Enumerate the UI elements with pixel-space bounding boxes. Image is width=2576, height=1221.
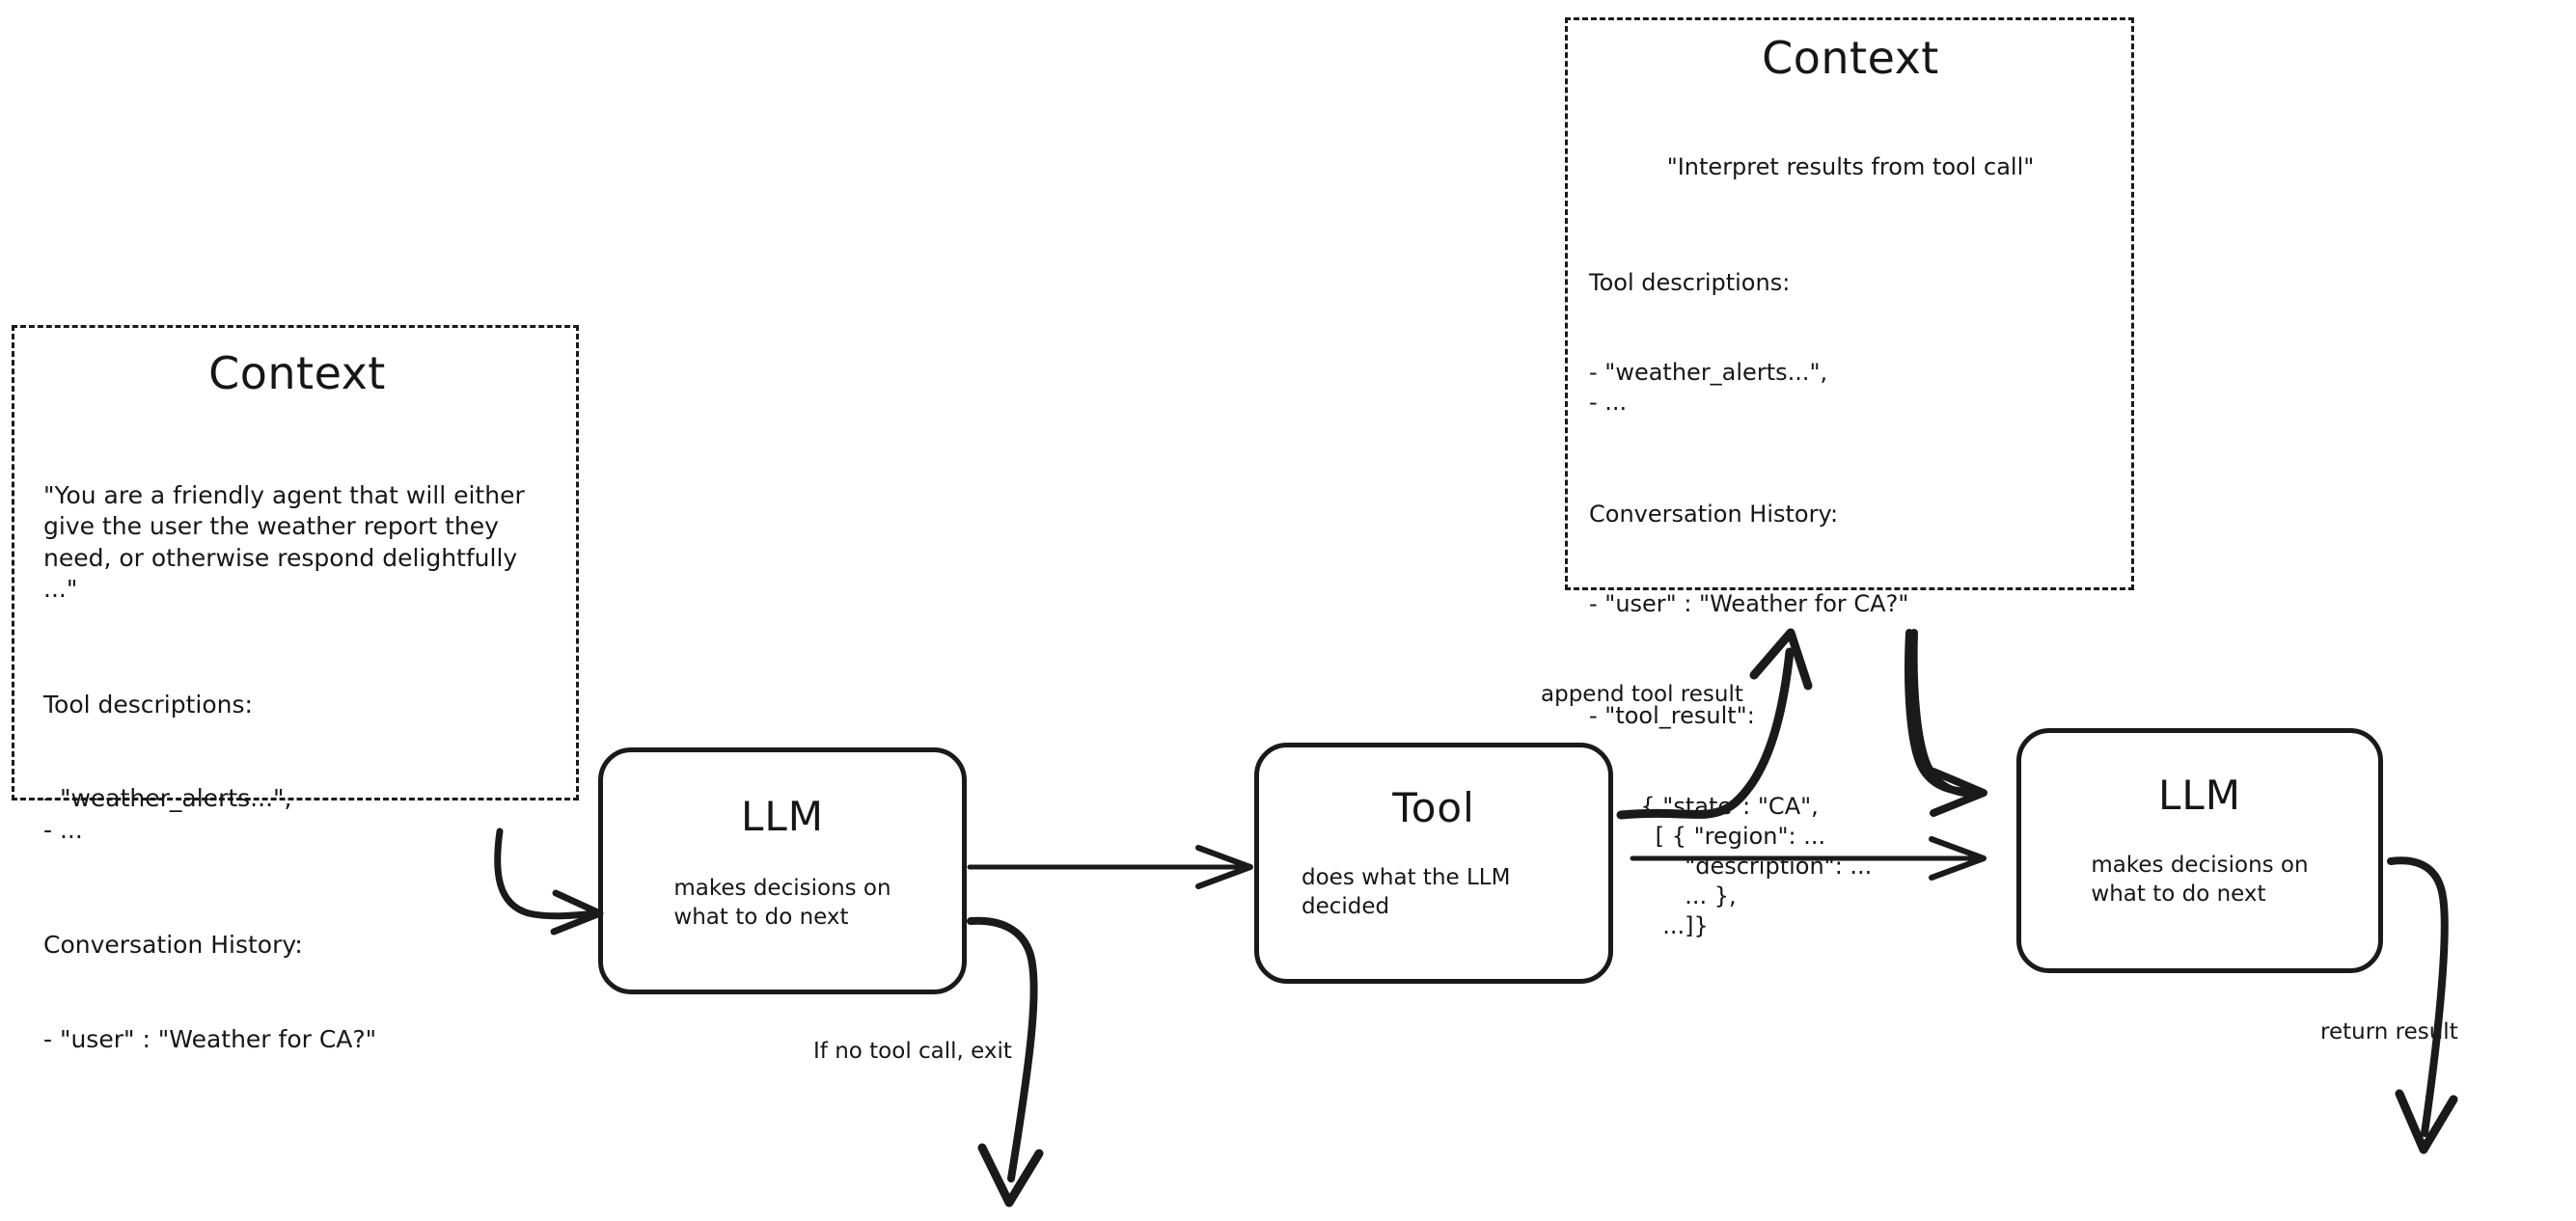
context-right-system-prompt: "Interpret results from tool call": [1666, 152, 2035, 180]
context-left-tools-items: - "weather_alerts...", - ...: [43, 784, 292, 844]
context-right-conversation-user: - "user" : "Weather for CA?": [1589, 590, 1909, 618]
edge-label-append-tool-result: append tool result: [1541, 682, 1743, 707]
context-right-conversation-heading: Conversation History:: [1589, 500, 1839, 528]
context-left-tools-heading: Tool descriptions:: [43, 690, 253, 719]
node-llm-first[interactable]: LLM makes decisions on what to do next: [598, 747, 967, 994]
node-llm-second-subtitle: makes decisions on what to do next: [2091, 853, 2309, 907]
context-right-title: Context: [1762, 32, 1939, 84]
arrow-return-result: [2387, 856, 2458, 1154]
context-left-body: "You are a friendly agent that will eith…: [43, 418, 551, 1140]
node-tool-subtitle: does what the LLM decided: [1302, 865, 1511, 919]
context-right-tools-items: - "weather_alerts...", - ...: [1589, 359, 1828, 417]
context-left-system-prompt: "You are a friendly agent that will eith…: [43, 480, 533, 604]
context-box-initial: Context "You are a friendly agent that w…: [12, 325, 579, 1053]
edge-label-exit: If no tool call, exit: [813, 1039, 1012, 1064]
context-left-title: Context: [208, 347, 386, 399]
node-llm-second[interactable]: LLM makes decisions on what to do next: [2016, 728, 2383, 973]
context-box-after-tool: Context "Interpret results from tool cal…: [1565, 17, 2134, 939]
context-left-conversation-items: - "user" : "Weather for CA?": [43, 1024, 377, 1053]
node-tool-title: Tool: [1392, 784, 1475, 831]
context-left-conversation-heading: Conversation History:: [43, 931, 303, 960]
arrow-llm-first-to-tool: [967, 845, 1253, 889]
node-llm-first-title: LLM: [740, 793, 825, 840]
context-right-tools-heading: Tool descriptions:: [1589, 268, 1791, 296]
edge-label-return-result: return result: [2320, 1019, 2458, 1045]
node-tool[interactable]: Tool does what the LLM decided: [1254, 743, 1613, 984]
node-llm-first-subtitle: makes decisions on what to do next: [673, 876, 891, 930]
node-llm-second-title: LLM: [2157, 772, 2242, 819]
